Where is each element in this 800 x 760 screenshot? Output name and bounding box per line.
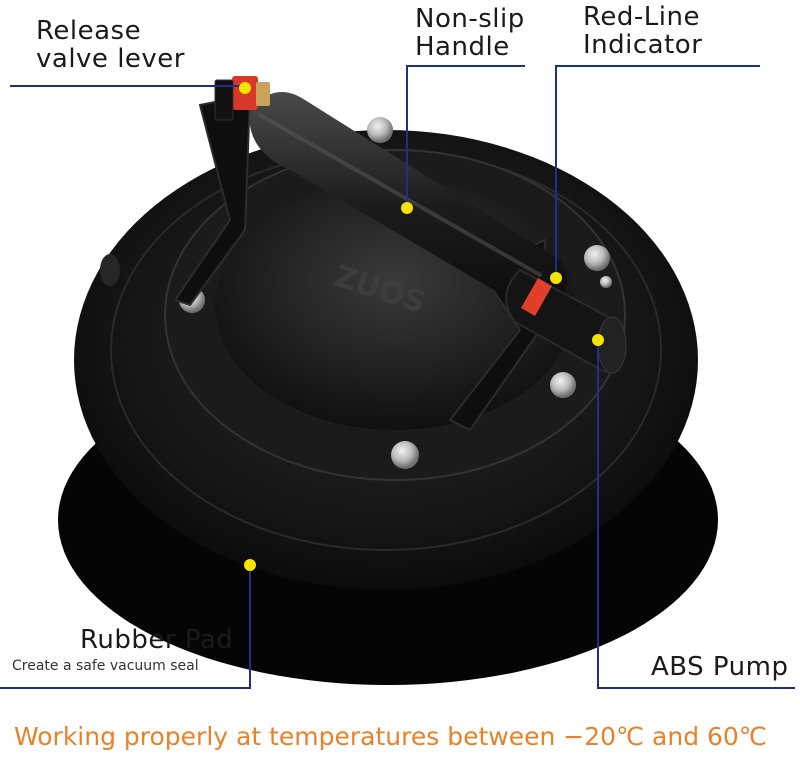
marker-indicator-icon <box>550 272 562 284</box>
temperature-note: Working properly at temperatures between… <box>14 722 767 751</box>
marker-release-icon <box>239 82 251 94</box>
label-handle-line2: Handle <box>415 32 510 62</box>
marker-dots <box>239 82 604 571</box>
callout-lines <box>0 65 795 689</box>
callout-line-handle <box>406 65 525 205</box>
callout-line-pump <box>597 342 795 689</box>
label-abs-pump: ABS Pump <box>651 652 789 682</box>
label-rubber-pad-subtitle: Create a safe vacuum seal <box>12 658 199 674</box>
label-indicator: Red-Line Indicator <box>583 4 702 58</box>
label-rubber-pad: Rubber Pad <box>80 625 234 655</box>
marker-pad-icon <box>244 559 256 571</box>
label-release-valve: Release valve lever <box>36 18 185 72</box>
label-handle-line1: Non-slip <box>415 4 525 34</box>
callout-line-pad <box>0 567 251 689</box>
marker-pump-icon <box>592 334 604 346</box>
callout-line-indicator <box>555 65 760 275</box>
label-handle: Non-slip Handle <box>415 6 525 60</box>
label-indicator-line2: Indicator <box>583 30 703 60</box>
marker-handle-icon <box>401 202 413 214</box>
label-indicator-line1: Red-Line <box>583 2 700 32</box>
label-release-line1: Release <box>36 16 142 46</box>
label-release-line2: valve lever <box>36 44 185 74</box>
